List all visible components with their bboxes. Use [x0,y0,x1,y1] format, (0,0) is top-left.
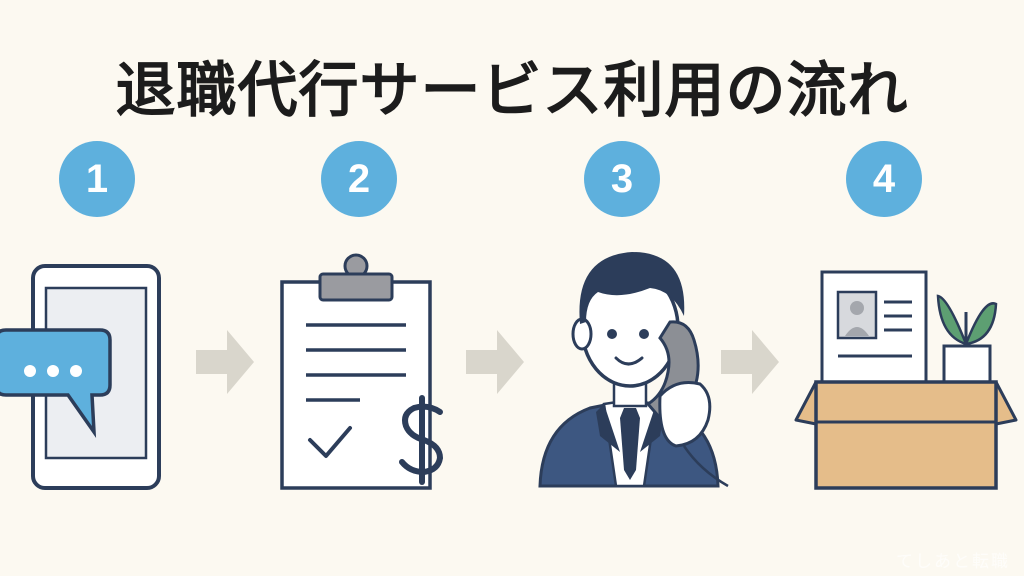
smartphone-chat-icon [0,264,161,490]
box-documents-plant-icon [794,270,1018,490]
dollar-icon [399,395,444,485]
plant-icon [936,294,998,386]
step-3-badge: 3 [584,141,660,217]
step-1-badge: 1 [59,141,135,217]
arrow-icon [196,330,254,394]
step-4-badge: 4 [846,141,922,217]
page-title: 退職代行サービス利用の流れ [115,56,909,126]
arrow-icon [466,330,524,394]
arrow-icon [721,330,779,394]
clipboard-checklist-icon [280,253,444,490]
agent-phone-call-icon [538,252,729,488]
step-2-badge: 2 [321,141,397,217]
watermark: てしあと転職 [896,552,1010,572]
